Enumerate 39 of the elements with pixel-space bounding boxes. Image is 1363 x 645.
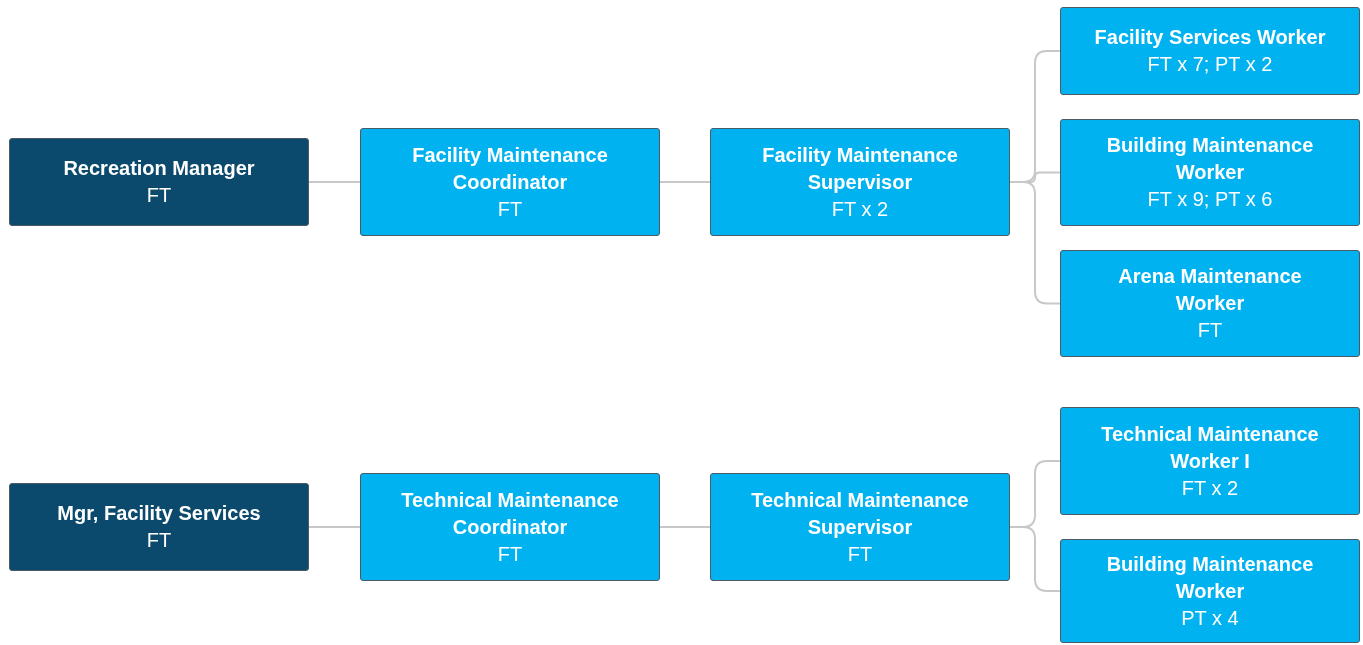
role-box bbox=[1060, 119, 1360, 226]
connector-line bbox=[659, 526, 711, 528]
role-title: Technical Maintenance Supervisor bbox=[750, 487, 970, 540]
role-box bbox=[9, 138, 309, 226]
role-box bbox=[710, 128, 1010, 236]
role-box bbox=[9, 483, 309, 571]
role-title: Facility Services Worker bbox=[1094, 25, 1326, 50]
role-title: Technical Maintenance Coordinator bbox=[400, 487, 620, 540]
staff-count: FT bbox=[497, 196, 523, 222]
role-box bbox=[710, 473, 1010, 581]
role-title: Facility Maintenance Supervisor bbox=[761, 142, 959, 195]
connector-line bbox=[1009, 181, 1061, 305]
role-title: Recreation Manager bbox=[63, 156, 255, 181]
staff-count: FT x 9; PT x 6 bbox=[1147, 187, 1273, 212]
role-box bbox=[360, 128, 660, 236]
staff-count: FT bbox=[146, 183, 172, 208]
role-box bbox=[1060, 250, 1360, 357]
staff-count: FT bbox=[847, 541, 873, 567]
staff-count: FT bbox=[497, 541, 523, 567]
staff-count: PT x 4 bbox=[1181, 605, 1239, 631]
staff-count: FT x 2 bbox=[1181, 475, 1239, 501]
staff-count: FT x 2 bbox=[831, 196, 889, 222]
role-title: Mgr, Facility Services bbox=[57, 501, 261, 526]
staff-count: FT bbox=[146, 528, 172, 553]
staff-count: FT x 7; PT x 2 bbox=[1147, 52, 1273, 77]
role-title: Facility Maintenance Coordinator bbox=[411, 142, 609, 195]
role-title: Technical Maintenance Worker I bbox=[1100, 421, 1320, 474]
connector-line bbox=[1009, 526, 1061, 592]
role-box bbox=[1060, 407, 1360, 515]
role-box bbox=[1060, 7, 1360, 95]
role-box bbox=[360, 473, 660, 581]
connector-line bbox=[659, 181, 711, 183]
role-title: Building Maintenance Worker bbox=[1105, 133, 1315, 185]
connector-line bbox=[308, 526, 361, 528]
staff-count: FT bbox=[1197, 318, 1223, 343]
role-title: Building Maintenance Worker bbox=[1105, 551, 1315, 604]
role-title: Arena Maintenance Worker bbox=[1117, 264, 1303, 316]
role-box bbox=[1060, 539, 1360, 643]
connector-line bbox=[308, 181, 361, 183]
